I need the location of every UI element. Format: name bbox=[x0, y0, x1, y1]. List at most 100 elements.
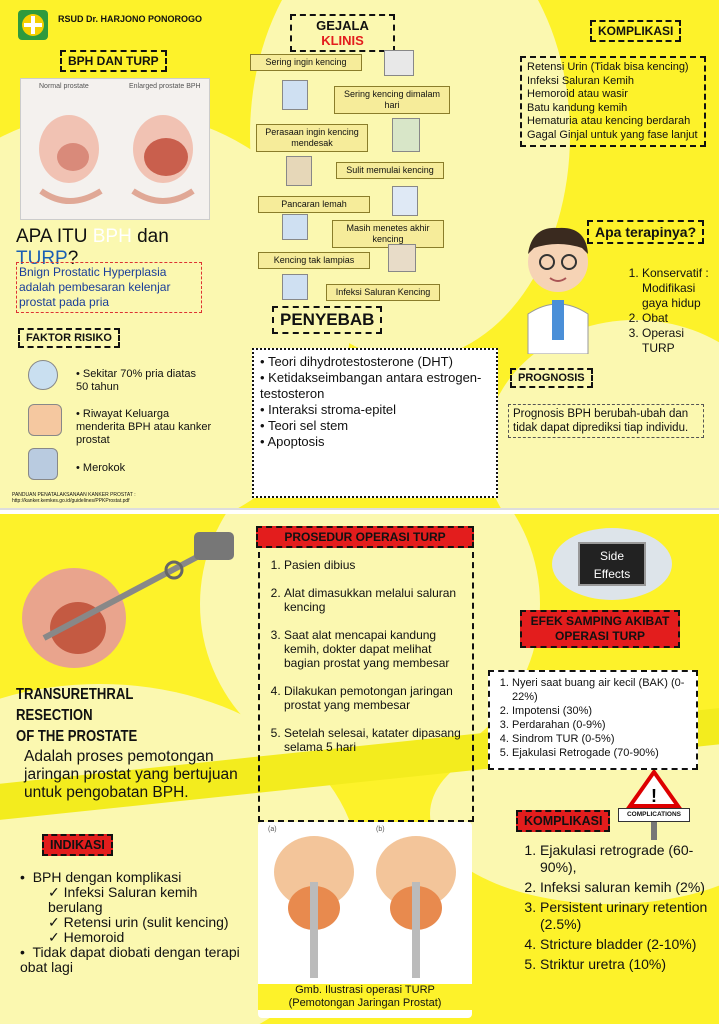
person-icon bbox=[282, 214, 308, 240]
komplikasi-bottom-item: Striktur uretra (10%) bbox=[540, 956, 708, 973]
complications-sign-icon: ! COMPLICATIONS bbox=[618, 768, 690, 840]
complications-sign-text: COMPLICATIONS bbox=[618, 808, 690, 822]
resectoscope-illustration bbox=[14, 518, 246, 678]
person-icon bbox=[392, 118, 420, 152]
komplikasi-item: Hematuria atau kencing berdarah bbox=[527, 115, 691, 127]
komplikasi-bottom-list: Ejakulasi retrograde (60-90%), Infeksi s… bbox=[508, 842, 708, 973]
person-icon bbox=[282, 80, 308, 110]
bph-definition: Bnign Prostatic Hyperplasia adalah pembe… bbox=[16, 262, 202, 313]
symptom-label: Sering ingin kencing bbox=[250, 54, 362, 71]
doctor-icon bbox=[510, 204, 606, 355]
penyebab-item: • Apoptosis bbox=[260, 434, 325, 449]
efek-samping-item: Perdarahan (0-9%) bbox=[512, 718, 692, 732]
prosedur-item: Pasien dibius bbox=[284, 558, 466, 572]
terapi-item: Konservatif : Modifikasi gaya hidup bbox=[642, 266, 716, 311]
terapi-item: Operasi TURP bbox=[642, 326, 716, 356]
komplikasi-bottom-item: Ejakulasi retrograde (60-90%), bbox=[540, 842, 708, 876]
efek-samping-title: EFEK SAMPING AKIBAT OPERASI TURP bbox=[520, 610, 680, 648]
penyebab-item: • Teori dihydrotestosterone (DHT) bbox=[260, 354, 453, 369]
indikasi-item: • BPH dengan komplikasi bbox=[20, 869, 182, 885]
komplikasi-bottom-title: KOMPLIKASI bbox=[516, 810, 611, 832]
side-effects-icon: Side Effects bbox=[552, 528, 672, 600]
efek-samping-item: Ejakulasi Retrogade (70-90%) bbox=[512, 746, 692, 760]
penyebab-item: • Ketidakseimbangan antara estrogen-test… bbox=[260, 370, 482, 401]
faktor-risiko-title: FAKTOR RISIKO bbox=[18, 328, 120, 348]
indikasi-subitem: ✓ Infeksi Saluran kemih berulang bbox=[48, 884, 198, 915]
efek-samping-list: Nyeri saat buang air kecil (BAK) (0-22%)… bbox=[494, 676, 692, 760]
penyebab-title: PENYEBAB bbox=[272, 306, 383, 334]
person-icon bbox=[392, 186, 418, 216]
toilet-icon bbox=[384, 50, 414, 76]
gejala-klinis-title: GEJALA KLINIS bbox=[290, 14, 395, 52]
background-blob bbox=[200, 514, 540, 774]
prosedur-box: Pasien dibius Alat dimasukkan melalui sa… bbox=[258, 552, 474, 822]
penyebab-item: • Teori sel stem bbox=[260, 418, 349, 433]
symptom-label: Sering kencing dimalam hari bbox=[334, 86, 450, 114]
prosedur-title: PROSEDUR OPERASI TURP bbox=[256, 526, 474, 548]
apa-itu-heading: APA ITU BPH dan TURP? bbox=[16, 226, 169, 269]
prosedur-item: Setelah selesai, katater dipasang selama… bbox=[284, 726, 466, 754]
enlarged-prostate-label: Enlarged prostate BPH bbox=[129, 83, 201, 90]
illustration-caption: Gmb. Ilustrasi operasi TURP (Pemotongan … bbox=[258, 984, 472, 1010]
bph-turp-label: BPH DAN TURP bbox=[60, 50, 167, 72]
komplikasi-item: Retensi Urin (Tidak bisa kencing) bbox=[527, 61, 689, 73]
person-icon bbox=[286, 156, 312, 186]
indikasi-subitem: ✓ Retensi urin (sulit kencing) bbox=[48, 914, 229, 930]
elderly-man-icon bbox=[28, 360, 58, 390]
svg-text:!: ! bbox=[651, 786, 657, 806]
komplikasi-bottom-item: Stricture bladder (2-10%) bbox=[540, 936, 708, 953]
risk-item: • Riwayat Keluarga menderita BPH atau ka… bbox=[76, 408, 212, 446]
efek-samping-item: Nyeri saat buang air kecil (BAK) (0-22%) bbox=[512, 676, 692, 704]
prognosis-text: Prognosis BPH berubah-ubah dan tidak dap… bbox=[508, 404, 704, 438]
hospital-logo-icon bbox=[18, 10, 48, 40]
smoking-man-icon bbox=[28, 448, 58, 480]
komplikasi-item: Hemoroid atau wasir bbox=[527, 88, 628, 100]
prostate-illustration: Normal prostate Enlarged prostate BPH bbox=[20, 78, 210, 220]
family-icon bbox=[28, 404, 62, 436]
indikasi-subitem: ✓ Hemoroid bbox=[48, 929, 125, 945]
penyebab-item: • Interaksi stroma-epitel bbox=[260, 402, 397, 417]
illustration-label-a: (a) bbox=[268, 826, 277, 833]
komplikasi-item: Batu kandung kemih bbox=[527, 101, 628, 114]
symptom-label: Sulit memulai kencing bbox=[336, 162, 444, 179]
person-icon bbox=[388, 244, 416, 272]
side-effects-sign: Side Effects bbox=[578, 542, 646, 586]
efek-samping-box: Nyeri saat buang air kecil (BAK) (0-22%)… bbox=[488, 670, 698, 770]
risk-item: • Sekitar 70% pria diatas 50 tahun bbox=[76, 368, 197, 393]
efek-samping-item: Sindrom TUR (0-5%) bbox=[512, 732, 692, 746]
terapi-list: Konservatif : Modifikasi gaya hidup Obat… bbox=[630, 266, 716, 356]
hospital-name: RSUD Dr. HARJONO PONOROGO bbox=[58, 14, 203, 24]
turp-panel: TRANSURETHRAL RESECTION OF THE PROSTATE … bbox=[0, 514, 719, 1024]
terapi-item: Obat bbox=[642, 311, 716, 326]
turp-title: TRANSURETHRAL RESECTION OF THE PROSTATE bbox=[16, 686, 138, 745]
komplikasi-box: Retensi Urin (Tidak bisa kencing) Infeks… bbox=[520, 56, 706, 147]
symptom-label: Pancaran lemah bbox=[258, 196, 370, 213]
prosedur-item: Alat dimasukkan melalui saluran kencing bbox=[284, 586, 466, 614]
indikasi-item: • Tidak dapat diobati dengan terapi obat… bbox=[20, 944, 240, 975]
person-icon bbox=[282, 274, 308, 300]
turp-definition: Adalah proses pemotongan jaringan prosta… bbox=[24, 748, 238, 801]
terapi-title: Apa terapinya? bbox=[587, 220, 705, 244]
symptom-label: Perasaan ingin kencing mendesak bbox=[256, 124, 368, 152]
komplikasi-title: KOMPLIKASI bbox=[590, 20, 682, 42]
risk-item: • Merokok bbox=[76, 462, 126, 474]
prosedur-item: Dilakukan pemotongan jaringan prostat ya… bbox=[284, 684, 466, 712]
komplikasi-bottom-item: Infeksi saluran kemih (2%) bbox=[540, 879, 708, 896]
prognosis-title: PROGNOSIS bbox=[510, 368, 593, 388]
symptom-label: Infeksi Saluran Kencing bbox=[326, 284, 440, 301]
komplikasi-item: Gagal Ginjal untuk yang fase lanjut bbox=[527, 128, 698, 141]
prosedur-item: Saat alat mencapai kandung kemih, dokter… bbox=[284, 628, 466, 670]
bph-panel: RSUD Dr. HARJONO PONOROGO BPH DAN TURP N… bbox=[0, 0, 719, 510]
prosedur-list: Pasien dibius Alat dimasukkan melalui sa… bbox=[266, 558, 466, 754]
komplikasi-item: Infeksi Saluran Kemih bbox=[527, 74, 634, 87]
efek-samping-item: Impotensi (30%) bbox=[512, 704, 692, 718]
indikasi-title: INDIKASI bbox=[42, 834, 113, 856]
symptom-label: Kencing tak lampias bbox=[258, 252, 370, 269]
footer-reference: PANDUAN PENATALAKSANAAN KANKER PROSTAT :… bbox=[12, 492, 136, 504]
turp-operation-illustration: (a) (b) Gmb. Ilustrasi operasi TURP (Pem… bbox=[258, 822, 472, 1018]
normal-prostate-label: Normal prostate bbox=[39, 83, 89, 90]
penyebab-box: • Teori dihydrotestosterone (DHT) • Keti… bbox=[252, 348, 498, 498]
komplikasi-bottom-item: Persistent urinary retention (2.5%) bbox=[540, 899, 708, 933]
indikasi-list: • BPH dengan komplikasi ✓ Infeksi Salura… bbox=[20, 870, 248, 975]
illustration-label-b: (b) bbox=[376, 826, 385, 833]
